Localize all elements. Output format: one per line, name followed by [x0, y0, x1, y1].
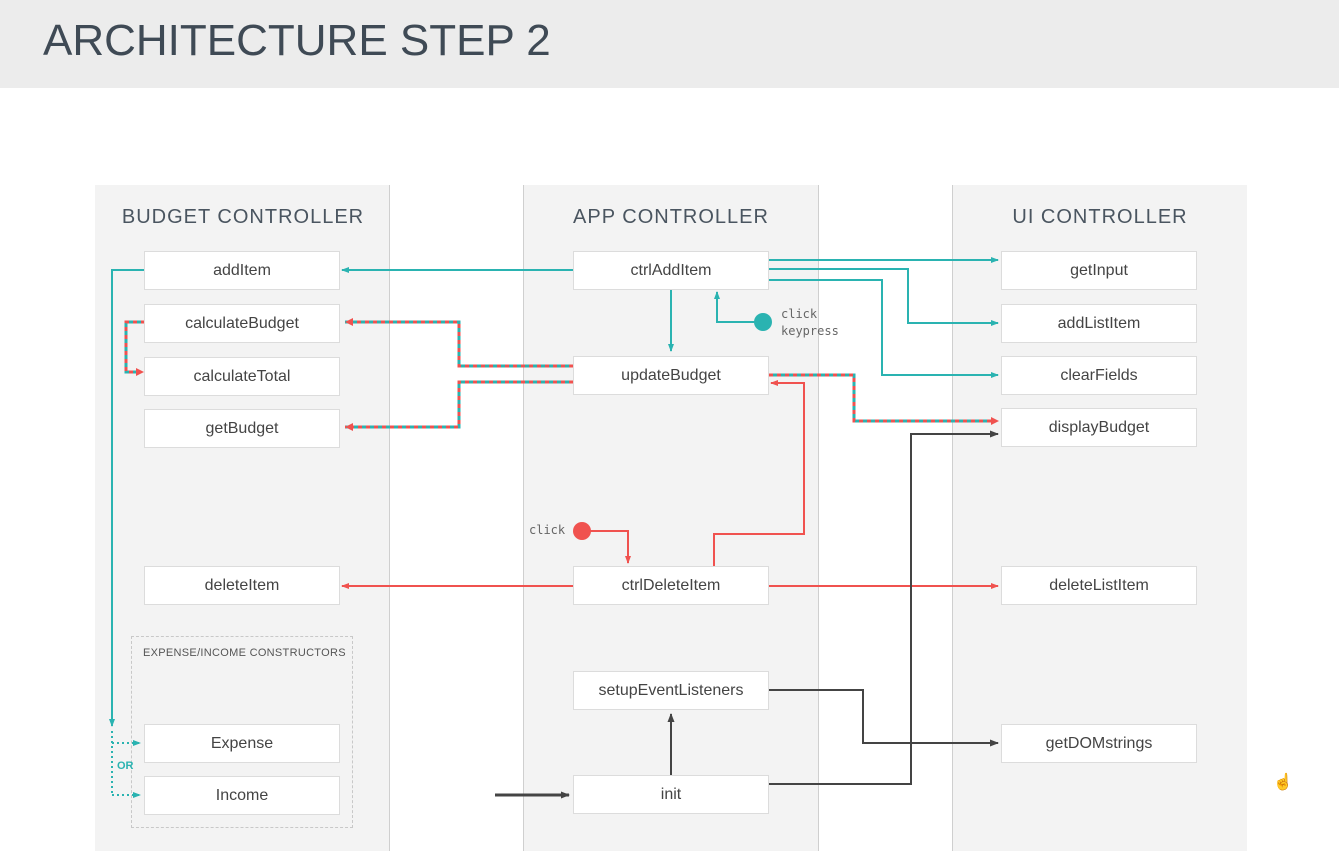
header-bar: ARCHITECTURE STEP 2 — [0, 0, 1339, 88]
wire-updatebudget-mixed — [124, 320, 992, 429]
box-clearfields: clearFields — [1001, 356, 1197, 395]
box-calculatetotal: calculateTotal — [144, 357, 340, 396]
constructors-group — [131, 636, 353, 828]
arrow-calc-total — [136, 368, 144, 376]
box-ctrladditem: ctrlAddItem — [573, 251, 769, 290]
box-income: Income — [144, 776, 340, 815]
box-deletelistitem: deleteListItem — [1001, 566, 1197, 605]
box-init: init — [573, 775, 769, 814]
wire-init-flow — [495, 430, 999, 799]
wire-click-keypress-event — [714, 291, 755, 323]
ui-controller-title: UI CONTROLLER — [1012, 206, 1188, 228]
box-calculatebudget: calculateBudget — [144, 304, 340, 343]
box-getbudget: getBudget — [144, 409, 340, 448]
box-ctrldeleteitem: ctrlDeleteItem — [573, 566, 769, 605]
box-additem: addItem — [144, 251, 340, 290]
wire-ctrladditem-ui — [769, 257, 999, 378]
box-displaybudget: displayBudget — [1001, 408, 1197, 447]
page-title: ARCHITECTURE STEP 2 — [43, 16, 551, 65]
box-expense: Expense — [144, 724, 340, 763]
box-updatebudget: updateBudget — [573, 356, 769, 395]
arrow-display-budget — [991, 417, 999, 425]
box-deleteitem: deleteItem — [144, 566, 340, 605]
arrow-get-budget — [345, 423, 353, 431]
app-controller-title: APP CONTROLLER — [573, 206, 769, 228]
constructors-label: EXPENSE/INCOME CONSTRUCTORS — [143, 647, 346, 659]
box-setupeventlisteners: setupEventListeners — [573, 671, 769, 710]
box-getdomstrings: getDOMstrings — [1001, 724, 1197, 763]
event-dot-click — [573, 522, 591, 540]
event-label-click: click — [781, 307, 818, 321]
arrow-calc-budget — [345, 318, 353, 326]
wire-additem-constructors — [109, 269, 145, 798]
box-getinput: getInput — [1001, 251, 1197, 290]
box-addlistitem: addListItem — [1001, 304, 1197, 343]
budget-controller-title: BUDGET CONTROLLER — [121, 206, 365, 228]
event-label-keypress: keypress — [781, 324, 839, 338]
wire-delete-flow — [341, 380, 999, 589]
event-dot-keypress — [754, 313, 772, 331]
or-label: OR — [117, 760, 134, 772]
hand-cursor-icon: ☝ — [1273, 774, 1293, 791]
event-label-click-delete: click — [529, 523, 566, 537]
